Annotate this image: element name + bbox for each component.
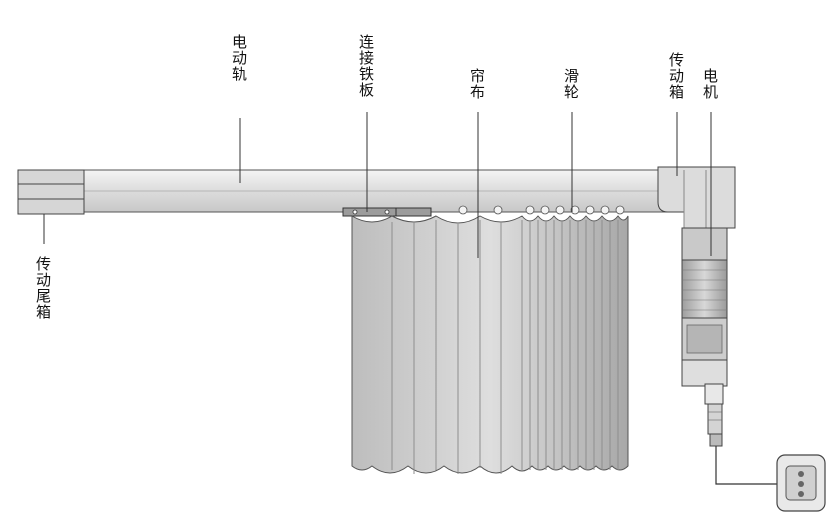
label-drive-box: 传动箱: [667, 52, 685, 100]
wall-switch: [776, 454, 826, 512]
electric-rail: [19, 169, 736, 213]
control-cable: [715, 446, 778, 485]
pulleys: [458, 205, 625, 215]
label-end-box: 传动尾箱: [34, 256, 52, 320]
connector-plate: [342, 207, 432, 217]
label-motor: 电机: [701, 68, 719, 100]
leader-lines: [43, 112, 712, 258]
label-connector-plate: 连接铁板: [357, 34, 375, 98]
drive-end-box: [17, 169, 85, 215]
label-pulley: 滑轮: [562, 68, 580, 100]
drive-box: [657, 166, 736, 229]
curtain-fabric: [351, 215, 629, 474]
motor-assembly: [681, 227, 728, 447]
label-curtain: 帘布: [468, 68, 486, 100]
label-rail: 电动轨: [230, 34, 248, 82]
